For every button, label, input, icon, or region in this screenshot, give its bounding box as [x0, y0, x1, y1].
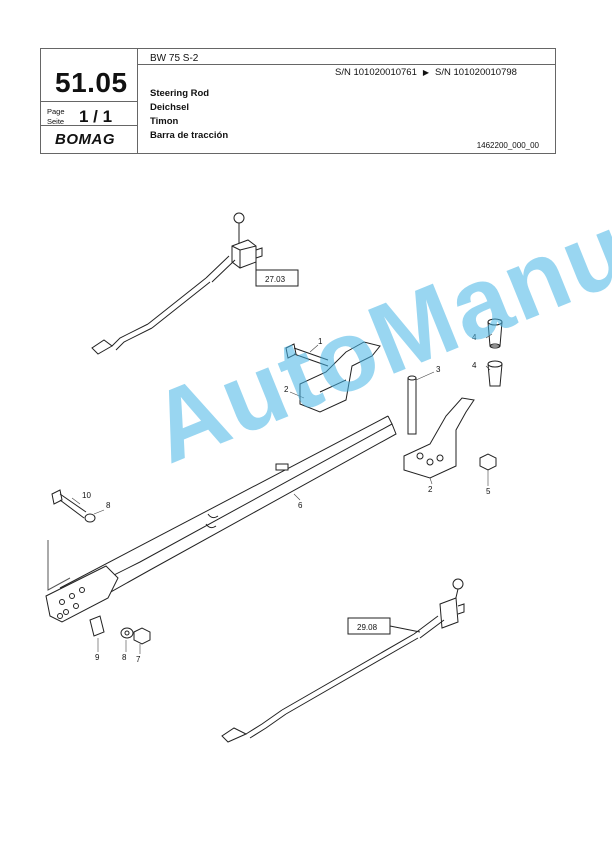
callout-2: 2	[284, 385, 289, 394]
arrow-right-icon: ▶	[422, 68, 430, 77]
serial-to: S/N 101020010798	[435, 67, 517, 78]
callout-5: 5	[486, 487, 491, 496]
title-en: Steering Rod	[150, 88, 210, 99]
bolt-part-10	[51, 489, 96, 523]
header-rule	[41, 101, 137, 102]
header-block: BW 75 S-2 S/N 101020010761▶S/N 101020010…	[40, 48, 556, 154]
header-divider	[137, 49, 138, 153]
nut-part-5	[479, 453, 497, 471]
model-name: BW 75 S-2	[150, 53, 199, 64]
leader-lines	[71, 333, 493, 654]
serial-range: S/N 101020010761 ▶ S/N 101020010798	[335, 67, 517, 78]
callout-6: 6	[298, 501, 303, 510]
small-parts-7-8-9	[89, 615, 151, 645]
callout-2: 2	[428, 485, 433, 494]
title-de: Deichsel	[150, 102, 190, 113]
bottom-cable-assembly	[221, 578, 465, 743]
header-rule	[41, 125, 137, 126]
serial-from: S/N 101020010761	[335, 67, 417, 78]
bushings-part-4	[487, 318, 503, 387]
bomag-logo: BOMAG	[55, 131, 115, 148]
bolt-part-1	[285, 343, 329, 367]
ref-label-top: 27.03	[265, 275, 286, 284]
callout-4: 4	[472, 333, 477, 342]
page-value: 1 / 1	[79, 107, 113, 126]
callout-1: 1	[318, 337, 323, 346]
ref-label-bottom: 29.08	[357, 623, 378, 632]
drawing-code: 1462200_000_00	[476, 141, 539, 150]
ref-box-top	[255, 269, 299, 287]
page-label-en: Page	[47, 107, 65, 116]
callout-8: 8	[106, 501, 111, 510]
steering-rod-part-6	[45, 415, 397, 623]
top-cable-assembly	[91, 212, 263, 355]
page-number: 51.05	[55, 67, 128, 98]
page-label-de: Seite	[47, 117, 65, 126]
callout-10: 10	[82, 491, 91, 500]
brackets-part-2	[299, 341, 475, 479]
callout-7: 7	[136, 655, 141, 664]
callout-8: 8	[122, 653, 127, 662]
title-es: Barra de tracción	[150, 130, 229, 141]
pin-part-3	[407, 375, 417, 435]
header-rule	[137, 64, 555, 65]
callout-9: 9	[95, 653, 100, 662]
callout-4: 4	[472, 361, 477, 370]
title-it: Timon	[150, 116, 179, 127]
callout-3: 3	[436, 365, 441, 374]
